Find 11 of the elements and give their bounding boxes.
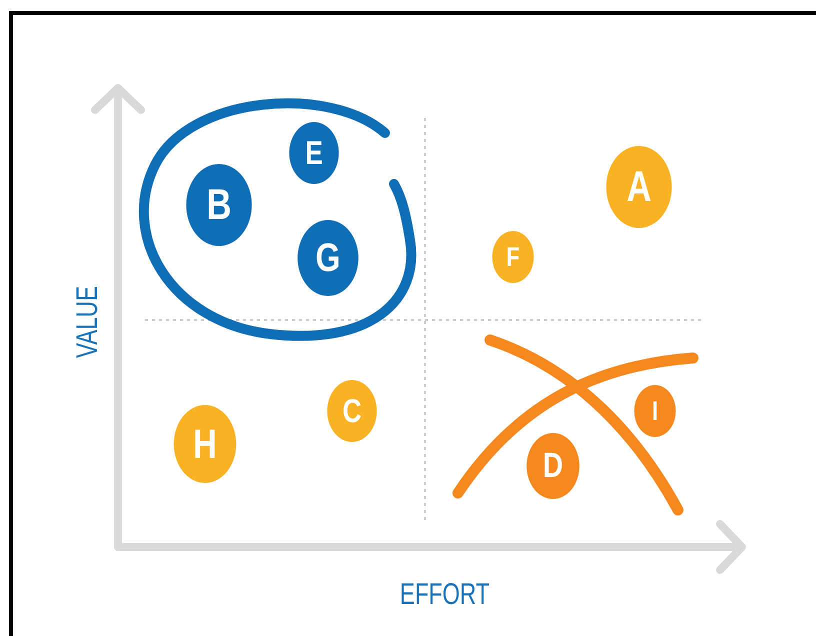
letter-circle: I: [634, 385, 676, 437]
axis-label: EFFORT: [400, 578, 490, 612]
axis-label: VALUE: [71, 286, 106, 358]
letter-circle: H: [174, 405, 236, 483]
letter-circle: E: [289, 122, 339, 184]
letter-circle: G: [298, 220, 358, 296]
letter-circle: B: [186, 164, 252, 246]
letter-circle: A: [606, 146, 672, 228]
letter-circle: F: [492, 231, 534, 283]
letter-circle: C: [327, 380, 377, 442]
letter-circle: D: [526, 433, 580, 499]
